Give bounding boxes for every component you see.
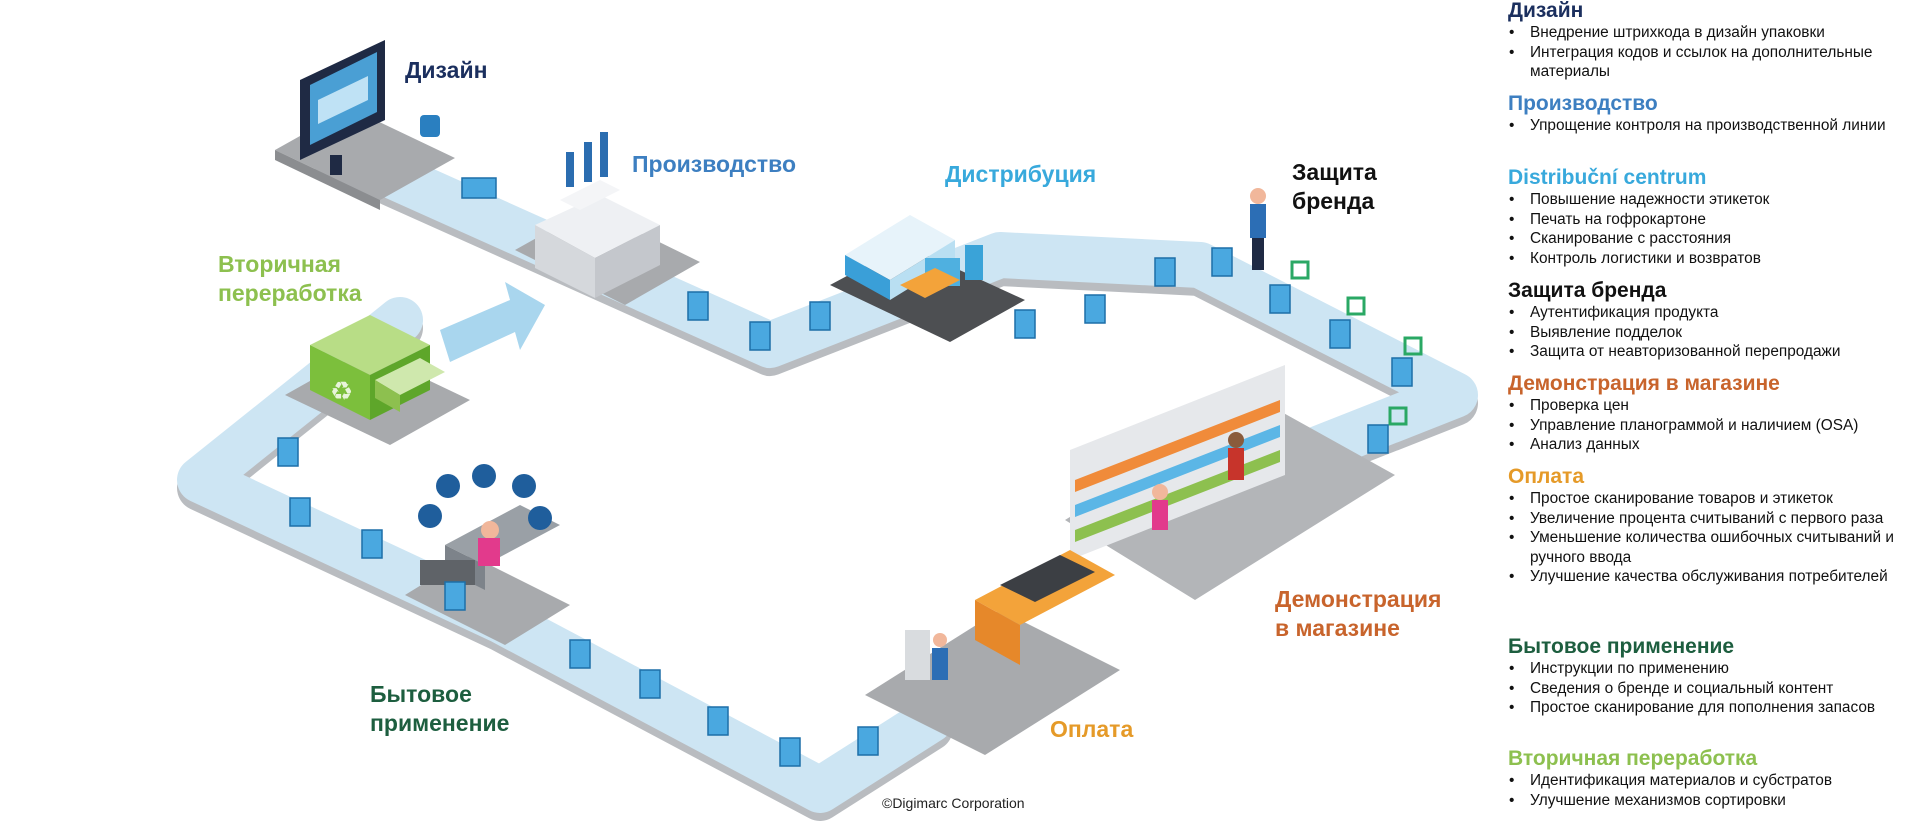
recycle-building-icon: ♻ xyxy=(310,315,445,420)
checkout-counter xyxy=(905,550,1115,680)
stage-label-design: Дизайн xyxy=(405,57,488,83)
legend-item: Упрощение контроля на производственной л… xyxy=(1508,116,1918,136)
legend-title: Distribuční centrum xyxy=(1508,166,1707,189)
legend-item: Улучшение качества обслуживания потребит… xyxy=(1508,567,1918,587)
legend-item: Аутентификация продукта xyxy=(1508,303,1918,323)
stage-label-home-use: Бытовое применение xyxy=(370,681,510,736)
legend-item: Простое сканирование для пополнения запа… xyxy=(1508,698,1918,718)
legend-item: Уменьшение количества ошибочных считыван… xyxy=(1508,528,1918,567)
legend-section-distribution: Distribuční centrum Повышение надежности… xyxy=(1508,167,1918,268)
check-icons xyxy=(1290,260,1423,426)
stage-label-distribution: Дистрибуция xyxy=(945,161,1097,187)
truck-icon xyxy=(845,215,983,300)
svg-text:♻: ♻ xyxy=(330,376,353,406)
stage-label-checkout: Оплата xyxy=(1050,716,1134,742)
package-boxes xyxy=(277,177,1413,767)
supply-chain-diagram: ♻ xyxy=(177,40,1478,821)
legend-item: Сканирование с расстояния xyxy=(1508,229,1918,249)
home-scene xyxy=(418,464,560,590)
legend-title: Производство xyxy=(1508,92,1658,115)
legend-item: Простое сканирование товаров и этикеток xyxy=(1508,489,1918,509)
legend-title: Дизайн xyxy=(1508,0,1584,22)
legend-item: Интеграция кодов и ссылок на дополнитель… xyxy=(1508,43,1918,82)
store-shelf xyxy=(1070,365,1285,560)
legend-item: Инструкции по применению xyxy=(1508,659,1918,679)
legend-item: Защита от неавторизованной перепродажи xyxy=(1508,342,1918,362)
legend-section-checkout: Оплата Простое сканирование товаров и эт… xyxy=(1508,466,1918,587)
legend-title: Демонстрация в магазине xyxy=(1508,372,1780,395)
legend-item: Внедрение штрихкода в дизайн упаковки xyxy=(1508,23,1918,43)
legend-section-home-use: Бытовое применение Инструкции по примене… xyxy=(1508,636,1918,718)
legend-title: Вторичная переработка xyxy=(1508,747,1758,770)
computer-icon xyxy=(300,40,440,175)
legend-item: Проверка цен xyxy=(1508,396,1918,416)
social-icons xyxy=(418,464,552,530)
legend-item: Сведения о бренде и социальный контент xyxy=(1508,679,1918,699)
legend-title: Оплата xyxy=(1508,465,1585,488)
legend-title: Бытовое применение xyxy=(1508,635,1735,658)
factory-icon xyxy=(535,132,660,298)
stage-label-recycling: Вторичная переработка xyxy=(218,251,362,306)
legend-item: Идентификация материалов и субстратов xyxy=(1508,771,1918,791)
legend-item: Улучшение механизмов сортировки xyxy=(1508,791,1918,811)
legend-item: Анализ данных xyxy=(1508,435,1918,455)
legend-section-production: Производство Упрощение контроля на произ… xyxy=(1508,93,1918,136)
benefits-legend: Дизайн Внедрение штрихкода в дизайн упак… xyxy=(1508,0,1920,823)
legend-item: Увеличение процента считываний с первого… xyxy=(1508,509,1918,529)
inspector-icon xyxy=(1250,188,1266,270)
copyright-text: ©Digimarc Corporation xyxy=(882,795,1025,811)
stage-label-store-display: Демонстрация в магазине xyxy=(1275,586,1442,641)
legend-title: Защита бренда xyxy=(1508,279,1667,302)
legend-section-store-display: Демонстрация в магазине Проверка цен Упр… xyxy=(1508,373,1918,455)
recycle-arrow xyxy=(440,282,545,362)
stage-label-production: Производство xyxy=(632,151,797,177)
stage-label-brand-protection: Защита бренда xyxy=(1292,159,1377,214)
legend-item: Выявление подделок xyxy=(1508,323,1918,343)
legend-item: Контроль логистики и возвратов xyxy=(1508,249,1918,269)
legend-item: Повышение надежности этикеток xyxy=(1508,190,1918,210)
legend-section-brand-protection: Защита бренда Аутентификация продукта Вы… xyxy=(1508,280,1918,362)
legend-section-design: Дизайн Внедрение штрихкода в дизайн упак… xyxy=(1508,0,1918,82)
legend-section-recycling: Вторичная переработка Идентификация мате… xyxy=(1508,748,1918,810)
legend-item: Управление планограммой и наличием (OSA) xyxy=(1508,416,1918,436)
diagram-illustration: ♻ xyxy=(177,40,1478,821)
legend-item: Печать на гофрокартоне xyxy=(1508,210,1918,230)
